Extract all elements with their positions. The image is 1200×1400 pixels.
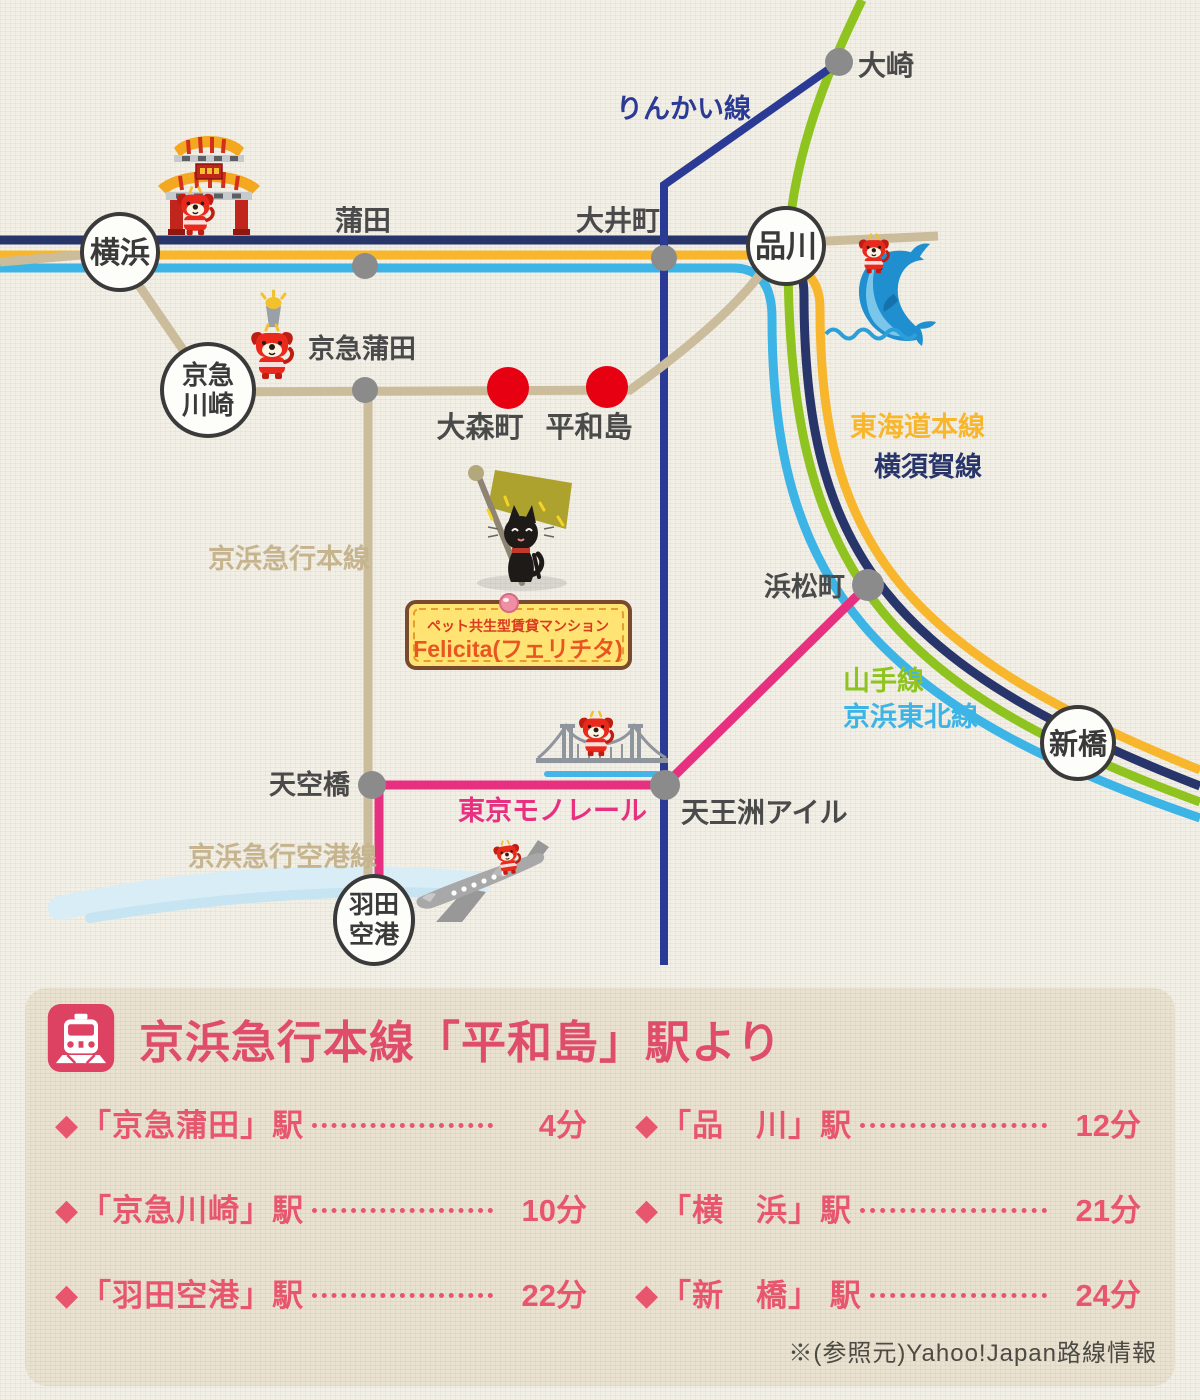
label-tokaido-line: 東海道本線 (850, 411, 985, 442)
access-item-keikyu-kawasaki: ◆ 「京急川崎」駅 10分 (55, 1193, 587, 1228)
yokosuka-line-path (0, 235, 1200, 791)
label-yamanote-line: 山手線 (843, 665, 924, 696)
label-keikyu-kamata: 京急蒲田 (308, 333, 416, 364)
access-item-haneda: ◆ 「羽田空港」駅 22分 (55, 1278, 587, 1313)
access-row: ◆ 「京急川崎」駅 10分 ◆ 「横 浜」駅 21分 (25, 1185, 1175, 1230)
access-row: ◆ 「京急蒲田」駅 4分 ◆ 「品 川」駅 12分 (25, 1100, 1175, 1145)
diamond-bullet-icon: ◆ (55, 1279, 79, 1312)
label-omorimachi: 大森町 (436, 411, 523, 444)
label-keikyu-main-line: 京浜急行本線 (208, 543, 370, 574)
station-dots (352, 48, 884, 800)
label-keihin-tohoku-line: 京浜東北線 (843, 701, 978, 732)
property-sign-line1: ペット共生型賃貸マンション (427, 618, 609, 634)
svg-text:新橋: 新橋 (1049, 728, 1108, 761)
station-dot-tenkubashi (358, 771, 386, 799)
dotted-leader (860, 1123, 1047, 1128)
label-heiwajima: 平和島 (545, 411, 632, 444)
station-yokohama: 横浜 (80, 212, 160, 292)
black-cat-flag-icon (468, 465, 572, 591)
station-dot-hamamatsucho (852, 569, 884, 601)
dotted-leader (869, 1293, 1047, 1298)
monorail-line-path (374, 581, 872, 884)
lantern-icon (260, 289, 287, 327)
access-item-keikyu-kamata: ◆ 「京急蒲田」駅 4分 (55, 1108, 587, 1143)
red-dog-bridge-icon (577, 710, 615, 758)
station-dot-oimachi (651, 245, 677, 271)
station-labels: 蒲田 大井町 大崎 京急蒲田 大森町 平和島 浜松町 天王洲アイル 天空橋 (269, 50, 914, 828)
access-item-shinagawa: ◆ 「品 川」駅 12分 (635, 1108, 1141, 1143)
diamond-bullet-icon: ◆ (635, 1194, 659, 1227)
label-tenkubashi: 天空橋 (269, 769, 351, 800)
dotted-leader (312, 1208, 493, 1213)
label-osaki: 大崎 (858, 50, 914, 81)
tokaido-line-path (0, 250, 1200, 775)
station-shimbashi: 新橋 (1040, 705, 1116, 781)
dotted-leader (312, 1123, 493, 1128)
diamond-bullet-icon: ◆ (55, 1109, 79, 1142)
label-yokosuka-line: 横須賀線 (874, 451, 982, 482)
line-labels: りんかい線 東海道本線 横須賀線 山手線 京浜東北線 京浜急行本線 東京モノレー… (188, 93, 985, 872)
label-hamamatsucho: 浜松町 (764, 572, 845, 602)
dotted-leader (312, 1293, 493, 1298)
red-dog-lantern-icon (249, 323, 295, 381)
station-dot-tennozu-isle (650, 770, 680, 800)
access-panel-header: 京浜急行本線「平和島」駅より (45, 1004, 782, 1072)
svg-text:羽田: 羽田 (349, 891, 399, 919)
label-rinkai-line: りんかい線 (616, 93, 751, 124)
svg-text:空港: 空港 (349, 920, 400, 949)
map-pin-icon (499, 593, 519, 613)
route-map: ペット共生型賃貸マンション Felicita(フェリチタ) 横浜 品川 京急 川… (0, 0, 1200, 966)
dolphin-icon (858, 243, 936, 346)
source-footnote: ※(参照元)Yahoo!Japan路線情報 (788, 1340, 1157, 1367)
dotted-leader (860, 1208, 1047, 1213)
station-haneda: 羽田 空港 (333, 874, 415, 966)
label-kamata: 蒲田 (335, 205, 391, 236)
access-row: ◆ 「羽田空港」駅 22分 ◆ 「新 橋」 駅 24分 (25, 1270, 1175, 1315)
sea-swoosh-decoration (48, 866, 490, 923)
major-stations: 横浜 品川 京急 川崎 新橋 羽田 空港 (80, 206, 1116, 966)
svg-text:京急: 京急 (182, 360, 234, 390)
svg-text:川崎: 川崎 (182, 390, 234, 420)
station-dot-keikyu-kamata (352, 377, 378, 403)
diamond-bullet-icon: ◆ (635, 1279, 659, 1312)
access-times-list: ◆ 「京急蒲田」駅 4分 ◆ 「品 川」駅 12分 ◆ 「京急川崎」駅 10分 … (25, 1100, 1175, 1355)
rinkai-line-path (660, 58, 842, 965)
access-panel-title: 京浜急行本線「平和島」駅より (139, 1016, 783, 1068)
access-item-yokohama: ◆ 「横 浜」駅 21分 (635, 1193, 1141, 1228)
property-sign-line2: Felicita(フェリチタ) (413, 636, 623, 662)
svg-text:横浜: 横浜 (90, 237, 150, 270)
property-sign: ペット共生型賃貸マンション Felicita(フェリチタ) (405, 593, 632, 670)
wave-icon (824, 327, 918, 341)
station-dot-osaki (825, 48, 853, 76)
station-keikyu-kawasaki: 京急 川崎 (160, 342, 256, 438)
label-oimachi: 大井町 (576, 205, 660, 236)
station-shinagawa: 品川 (746, 206, 826, 286)
diamond-bullet-icon: ◆ (635, 1109, 659, 1142)
label-tennozu-isle: 天王洲アイル (681, 797, 848, 828)
access-panel: 京浜急行本線「平和島」駅より ◆ 「京急蒲田」駅 4分 ◆ 「品 川」駅 12分… (25, 988, 1175, 1386)
station-dot-omorimachi (487, 367, 529, 409)
train-icon (47, 1004, 115, 1072)
station-dot-heiwajima (586, 366, 628, 408)
keihin-tohoku-line-path (0, 263, 1200, 823)
yamanote-line-path (783, 0, 1200, 807)
diamond-bullet-icon: ◆ (55, 1194, 79, 1227)
label-keikyu-airport-line: 京浜急行空港線 (188, 841, 377, 872)
svg-text:品川: 品川 (755, 229, 817, 264)
station-dot-kamata (352, 253, 378, 279)
access-item-shimbashi: ◆ 「新 橋」 駅 24分 (635, 1278, 1141, 1313)
label-monorail-line: 東京モノレール (458, 795, 647, 826)
